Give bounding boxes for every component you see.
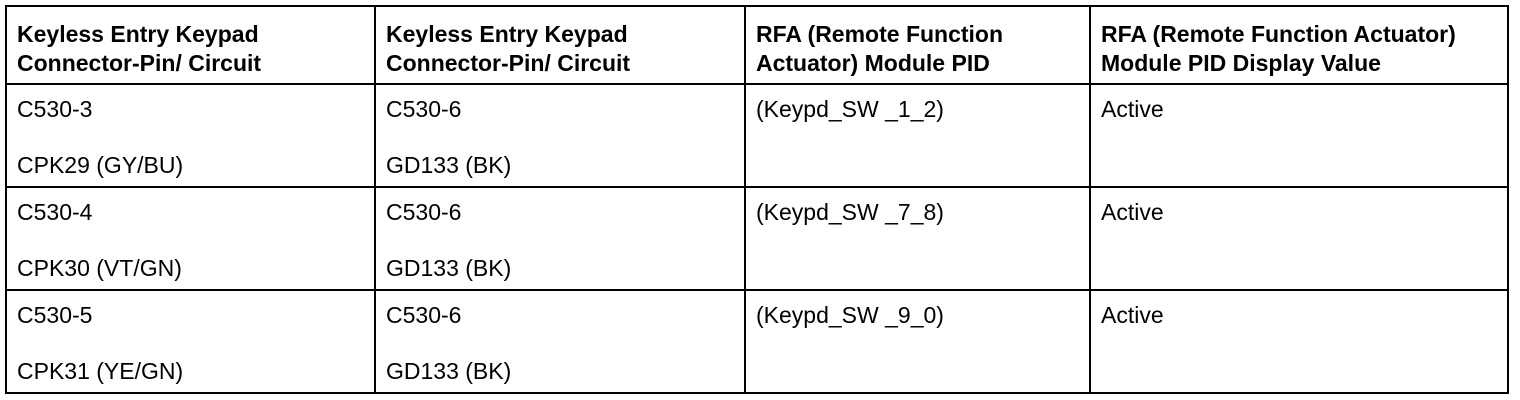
pid-name: (Keypd_SW _9_0): [756, 302, 944, 328]
table-row: C530-5 CPK31 (YE/GN) C530-6 GD133 (BK) (…: [5, 289, 1509, 394]
header-keypad-connector-a: Keyless Entry Keypad Connector-Pin/ Circ…: [5, 5, 376, 85]
cell-pin-a: C530-4 CPK30 (VT/GN): [5, 186, 376, 291]
cell-pin-b: C530-6 GD133 (BK): [374, 289, 746, 394]
header-rfa-display-value: RFA (Remote Function Actuator) Module PI…: [1089, 5, 1509, 85]
header-text: RFA (Remote Function Actuator): [1101, 21, 1456, 47]
cell-pin-b: C530-6 GD133 (BK): [374, 83, 746, 188]
display-value: Active: [1101, 199, 1164, 225]
cell-pid: (Keypd_SW _9_0): [744, 289, 1091, 394]
cell-pid: (Keypd_SW _7_8): [744, 186, 1091, 291]
circuit: GD133 (BK): [386, 358, 512, 384]
cell-pin-a: C530-5 CPK31 (YE/GN): [5, 289, 376, 394]
cell-display-value: Active: [1089, 83, 1509, 188]
cell-display-value: Active: [1089, 289, 1509, 394]
header-text: Connector-Pin/ Circuit: [17, 50, 262, 76]
pid-name: (Keypd_SW _7_8): [756, 199, 944, 225]
header-text: Module PID Display Value: [1101, 50, 1381, 76]
table-row: C530-3 CPK29 (GY/BU) C530-6 GD133 (BK) (…: [5, 83, 1509, 188]
table-row: C530-4 CPK30 (VT/GN) C530-6 GD133 (BK) (…: [5, 186, 1509, 291]
header-keypad-connector-b: Keyless Entry Keypad Connector-Pin/ Circ…: [374, 5, 746, 85]
circuit: CPK29 (GY/BU): [17, 152, 184, 178]
keypad-pid-table: Keyless Entry Keypad Connector-Pin/ Circ…: [5, 5, 1509, 394]
header-text: Keyless Entry Keypad: [386, 21, 628, 47]
connector-pin: C530-6: [386, 302, 462, 328]
header-rfa-module-pid: RFA (Remote Function Actuator) Module PI…: [744, 5, 1091, 85]
header-text: Actuator) Module PID: [756, 50, 990, 76]
circuit: GD133 (BK): [386, 152, 512, 178]
connector-pin: C530-6: [386, 96, 462, 122]
header-row: Keyless Entry Keypad Connector-Pin/ Circ…: [5, 5, 1509, 85]
connector-pin: C530-3: [17, 96, 93, 122]
pid-name: (Keypd_SW _1_2): [756, 96, 944, 122]
circuit: CPK30 (VT/GN): [17, 255, 182, 281]
cell-pid: (Keypd_SW _1_2): [744, 83, 1091, 188]
header-text: Connector-Pin/ Circuit: [386, 50, 631, 76]
connector-pin: C530-4: [17, 199, 93, 225]
header-text: RFA (Remote Function: [756, 21, 1004, 47]
connector-pin: C530-5: [17, 302, 93, 328]
circuit: CPK31 (YE/GN): [17, 358, 184, 384]
header-text: Keyless Entry Keypad: [17, 21, 259, 47]
cell-pin-b: C530-6 GD133 (BK): [374, 186, 746, 291]
cell-display-value: Active: [1089, 186, 1509, 291]
display-value: Active: [1101, 302, 1164, 328]
display-value: Active: [1101, 96, 1164, 122]
cell-pin-a: C530-3 CPK29 (GY/BU): [5, 83, 376, 188]
connector-pin: C530-6: [386, 199, 462, 225]
circuit: GD133 (BK): [386, 255, 512, 281]
